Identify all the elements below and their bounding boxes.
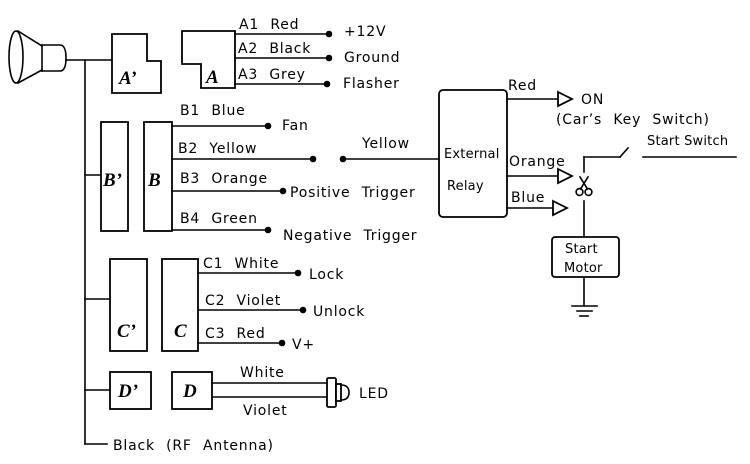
start-switch-label: Start Switch (647, 134, 728, 149)
terminal-flasher-label: Flasher (343, 76, 400, 92)
start-motor-line1: Start (565, 242, 598, 257)
wire-c3 (197, 339, 286, 347)
relay-output-orange (506, 167, 575, 185)
pin-a2-label: A2 Black (238, 41, 311, 57)
terminal-unlock-label: Unlock (313, 304, 365, 320)
relay-output-blue (506, 199, 570, 217)
terminal-vplus-label: V+ (292, 337, 315, 353)
relay-red-label: Red (508, 78, 537, 94)
led-icon (326, 377, 350, 408)
yellow-link-label: Yellow (361, 136, 410, 152)
connector-d (171, 371, 213, 410)
wire-b1 (171, 122, 272, 130)
connector-c (161, 258, 199, 352)
terminal-positive-trigger-label: Positive Trigger (290, 185, 416, 201)
terminal-dot (309, 155, 317, 163)
connector-b-label: B (147, 170, 161, 191)
pin-c2-label: C2 Violet (205, 293, 281, 309)
connector-a-label: A (205, 67, 219, 88)
siren-speaker-icon (8, 29, 67, 85)
terminal-dot (278, 339, 286, 347)
connector-a-prime-label: A’ (118, 68, 137, 89)
connector-c-prime-label: C’ (117, 321, 136, 342)
terminal-dot (325, 30, 333, 38)
connector-c-prime (109, 258, 148, 352)
terminal-dot (264, 226, 272, 234)
wire-yellow-to-relay (339, 155, 440, 163)
start-motor-line2: Motor (564, 261, 603, 276)
terminal-lock-label: Lock (309, 267, 344, 283)
pin-b3-label: B3 Orange (180, 171, 268, 187)
terminal-ground-label: Ground (344, 50, 400, 66)
terminal-fan-label: Fan (282, 118, 309, 134)
wire-c2 (197, 306, 307, 314)
terminal-12v-label: +12V (344, 24, 386, 40)
terminal-negative-trigger-label: Negative Trigger (283, 228, 417, 244)
connector-b-prime-label: B’ (102, 170, 122, 191)
relay-blue-label: Blue (511, 190, 545, 206)
wire-c1 (197, 269, 302, 277)
arrow-icon (552, 199, 570, 217)
terminal-dot (299, 306, 307, 314)
terminal-dot (325, 54, 333, 62)
pin-a1-label: A1 Red (239, 17, 299, 33)
pin-c3-label: C3 Red (205, 326, 266, 342)
relay-label-line1: External (444, 147, 500, 162)
pin-b4-label: B4 Green (180, 211, 258, 227)
connector-c-label: C (174, 321, 187, 342)
wire-b4 (171, 226, 272, 234)
wire-d-white-label: White (240, 365, 285, 381)
pin-c1-label: C1 White (203, 256, 279, 272)
wire-a1 (234, 30, 333, 38)
key-switch-note: (Car’s Key Switch) (556, 112, 710, 128)
main-bus (65, 59, 113, 445)
wire-a3 (234, 80, 331, 88)
relay-orange-label: Orange (509, 154, 566, 170)
connector-d-prime (109, 371, 152, 410)
connector-b-prime (100, 121, 129, 232)
connector-b (143, 121, 173, 232)
external-relay (438, 89, 508, 218)
terminal-dot (323, 80, 331, 88)
terminal-dot (264, 122, 272, 130)
arrow-icon (557, 90, 575, 108)
ground-icon (571, 305, 598, 317)
pin-a3-label: A3 Grey (238, 67, 306, 83)
terminal-dot (279, 187, 287, 195)
start-motor (551, 236, 620, 278)
antenna-label: Black (RF Antenna) (113, 438, 274, 454)
pin-b1-label: B1 Blue (180, 103, 246, 119)
connector-a (181, 30, 236, 89)
terminal-dot (294, 269, 302, 277)
pin-b2-label: B2 Yellow (178, 141, 257, 157)
wire-b2 (171, 155, 317, 163)
connector-d-prime-label: D’ (117, 381, 138, 402)
wire-b3 (171, 187, 287, 195)
led-label: LED (359, 386, 389, 402)
connector-d-label: D (182, 381, 197, 402)
wire-a2 (234, 54, 333, 62)
wire-d-violet-label: Violet (243, 403, 288, 419)
arrow-icon (557, 167, 575, 185)
relay-output-red (506, 90, 575, 108)
connector-a-prime (111, 33, 162, 94)
scissors-contact-icon (575, 175, 593, 197)
on-label: ON (581, 92, 604, 108)
relay-label-line2: Relay (447, 179, 484, 194)
start-switch (583, 146, 737, 173)
